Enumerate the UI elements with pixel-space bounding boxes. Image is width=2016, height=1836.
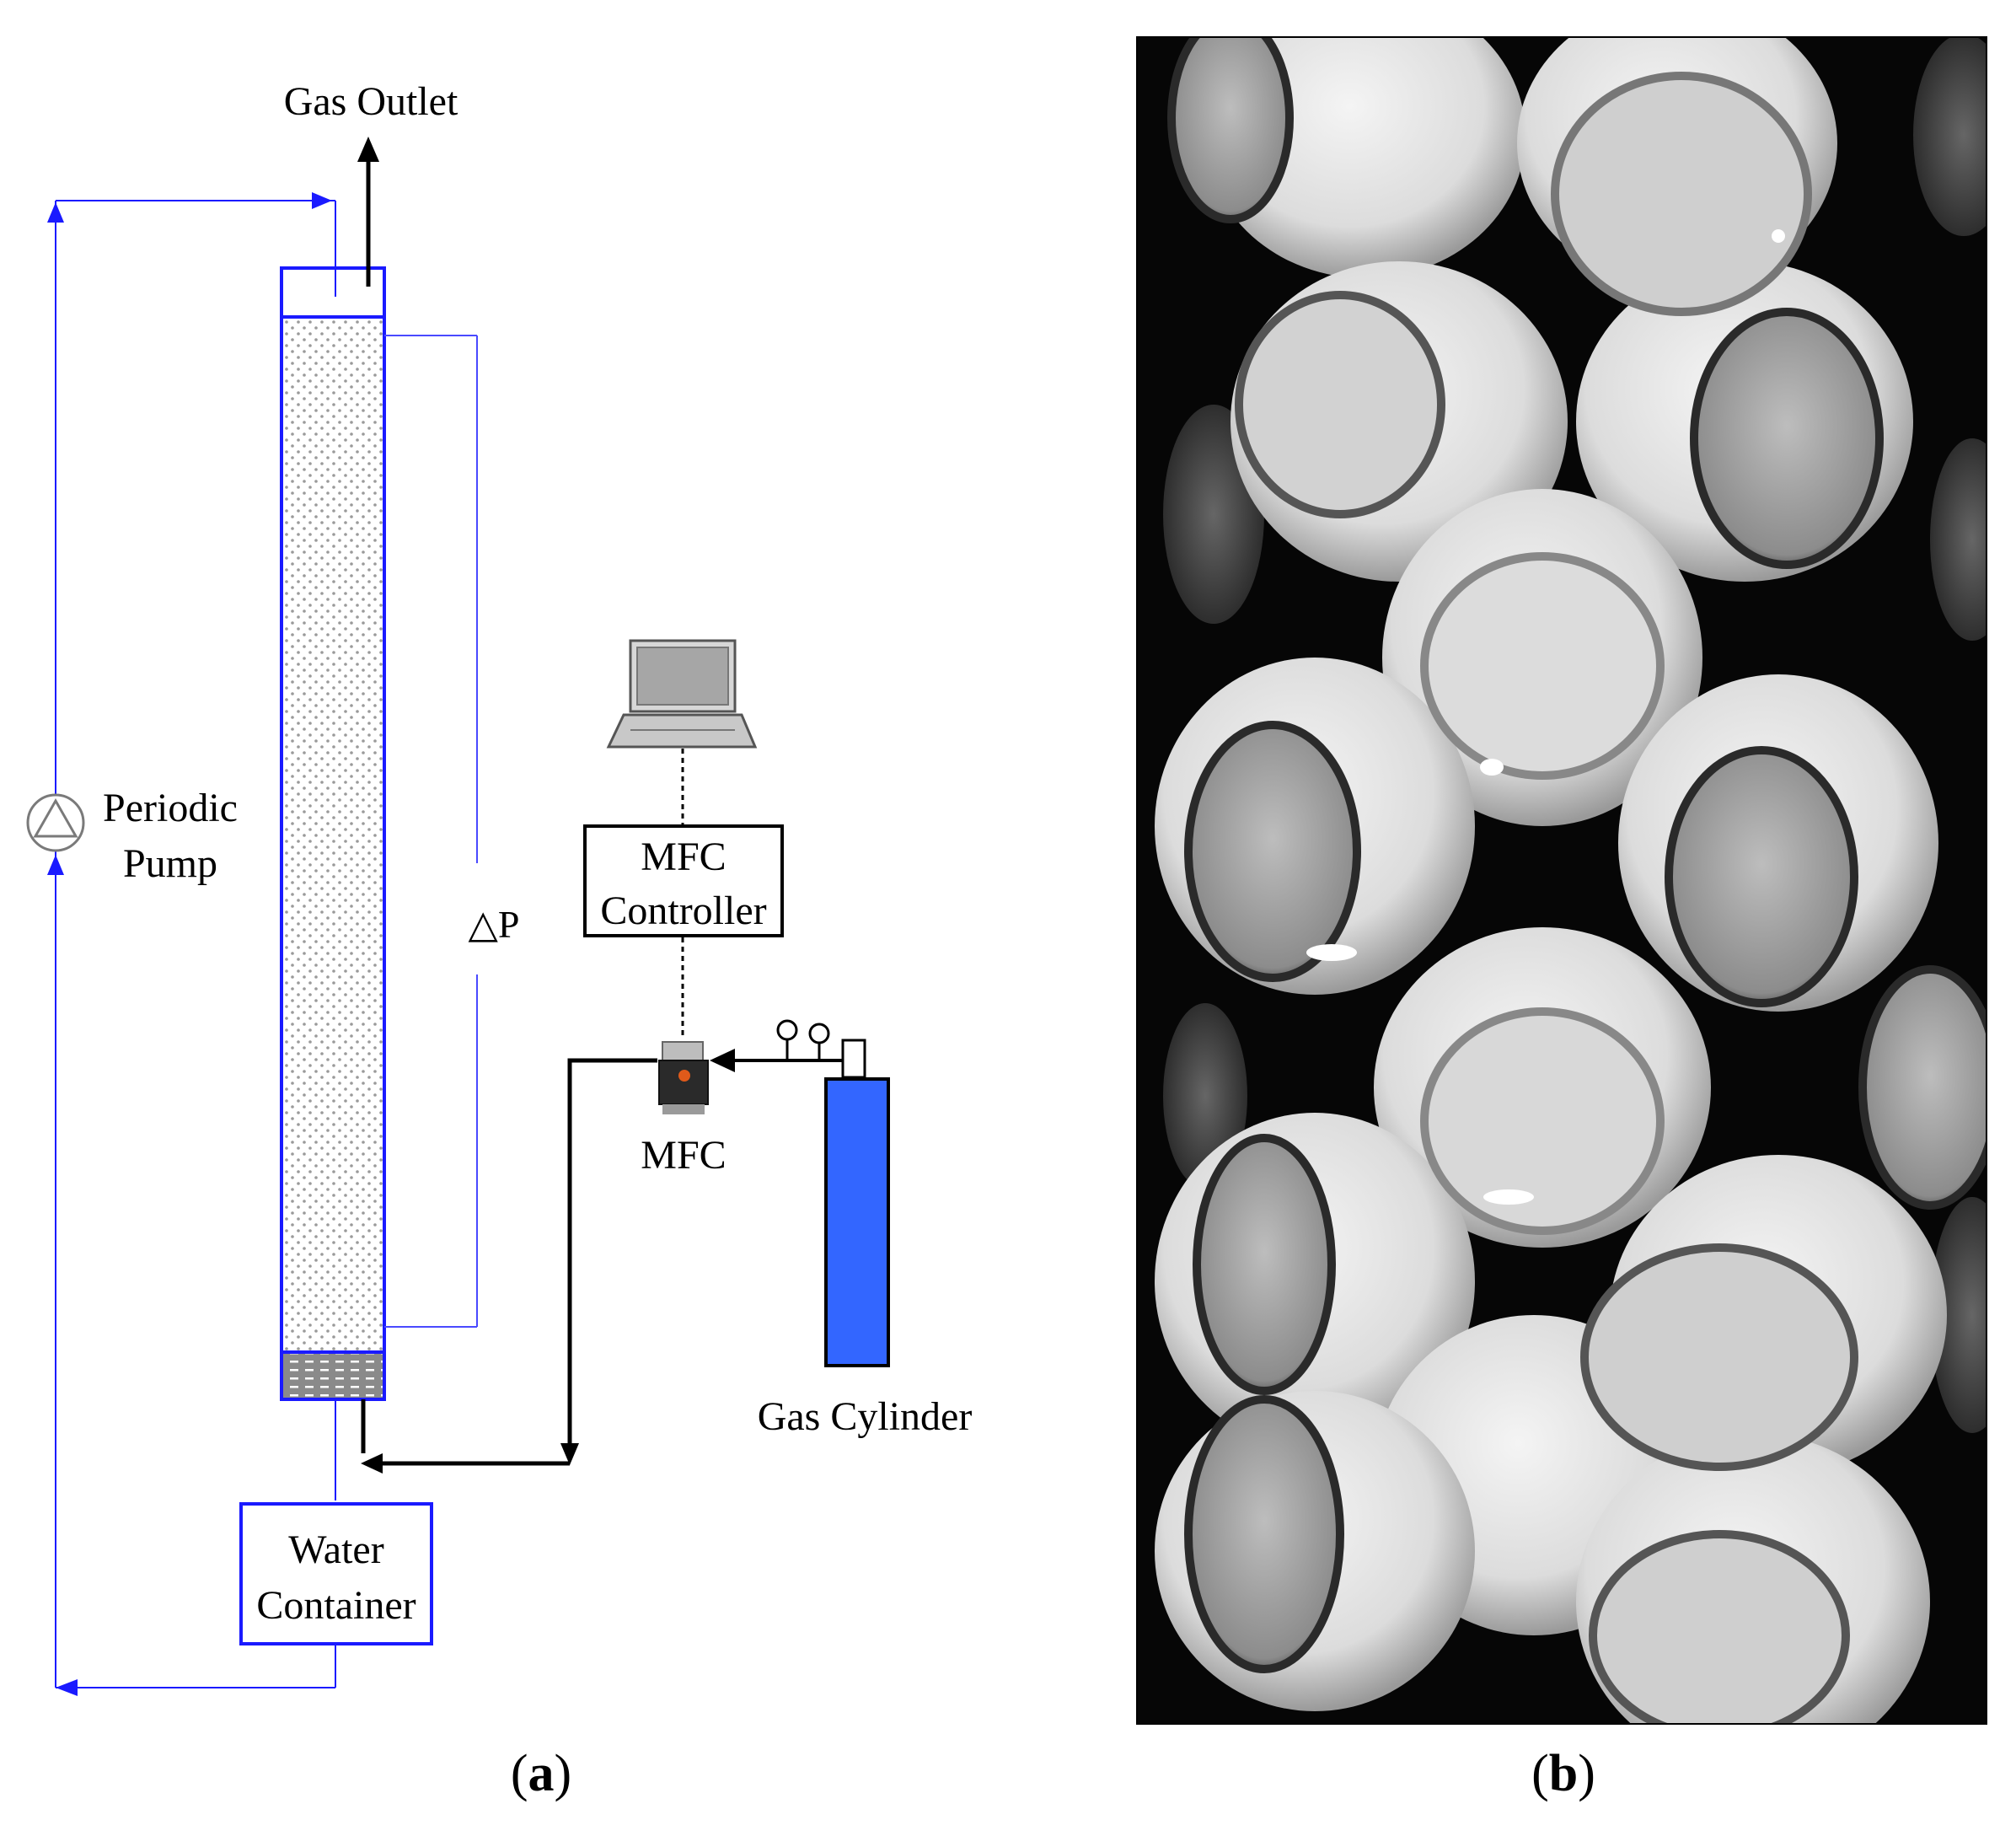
gas-cylinder [824,1077,890,1367]
water-container-label-line2: Container [256,1583,416,1628]
pump-label-line2: Pump [123,841,217,886]
mfc-controller-box [583,824,784,937]
pressure-gauge-icons [776,1019,830,1060]
flow-arrow-up-left [47,202,64,223]
packing-photograph [1137,37,1987,1724]
photo-frame [1136,36,1987,1725]
delta-p-label: △P [469,903,520,946]
gas-distributor [280,1350,386,1401]
pressure-tap-line [384,335,478,1328]
gas-outlet-arrow [357,137,379,287]
panel-a-schematic: Gas Outlet Periodic Pump △P [26,79,973,1696]
pump-label-line1: Periodic [103,786,238,830]
water-container-box [239,1502,433,1645]
mfc-label: MFC [641,1133,726,1178]
caption-b: (b) [1531,1745,1595,1802]
water-container-label-line1: Water [288,1527,383,1572]
mfc-controller-label-line2: Controller [600,888,766,933]
flow-arrow-up-pump [47,855,64,875]
packed-column [280,266,386,1401]
cylinder-regulator [841,1039,866,1079]
photo-highlights [1306,229,1785,1205]
gas-outlet-label: Gas Outlet [284,79,458,124]
gas-arrow-into-column [361,1453,383,1474]
gas-feed-line [361,1058,657,1466]
caption-a: (a) [511,1745,571,1802]
water-recirculation-line [55,200,336,1688]
gas-cylinder-label: Gas Cylinder [758,1394,973,1439]
mfc-device-icon [658,1041,709,1114]
photo-sphere-cups [1167,37,1987,1724]
mfc-controller-label-line1: MFC [641,835,726,879]
flow-arrow-top [312,192,332,209]
laptop-icon [606,639,758,749]
pump-icon [26,793,85,852]
flow-arrow-bottom [56,1679,78,1696]
gas-arrow-into-mfc [710,1049,735,1072]
gas-arrow-down [560,1443,579,1465]
